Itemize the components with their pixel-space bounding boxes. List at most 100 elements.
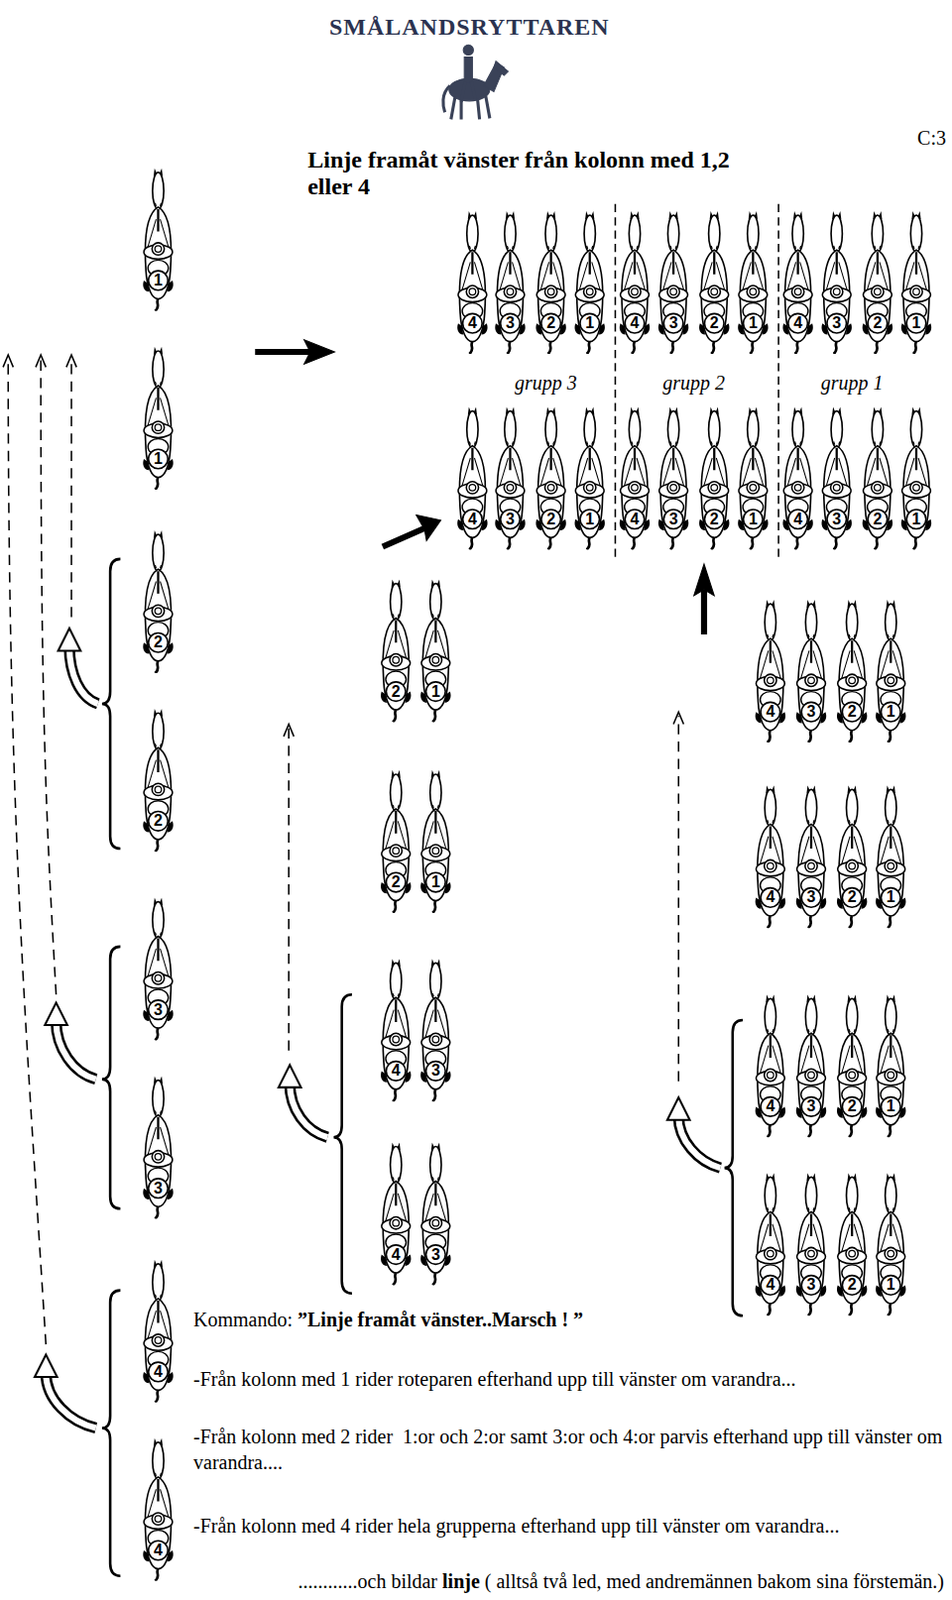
callout-number: 2 — [872, 315, 882, 332]
group-label: grupp 2 — [662, 370, 725, 394]
instruction-text: -Från kolonn med 1 rider roteparen efter… — [193, 1366, 945, 1393]
callout-number: 4 — [630, 511, 640, 528]
horse-rider — [420, 958, 451, 1102]
instruction-text: -Från kolonn med 2 rider 1:or och 2:or s… — [193, 1424, 945, 1476]
horse-rider — [862, 407, 893, 551]
callout-number: 4 — [765, 704, 775, 720]
callout-number: 3 — [153, 1181, 163, 1197]
turn-arrow — [34, 628, 720, 1429]
horse-rider — [755, 994, 786, 1138]
horse-rider — [755, 785, 786, 929]
callout-number: 4 — [391, 1247, 401, 1264]
callout-number: 3 — [832, 511, 841, 528]
conclusion-keyword: linje — [442, 1570, 480, 1593]
horse-rider — [142, 347, 173, 490]
text-line: -Från kolonn med 2 rider 1:or och 2:or s… — [193, 1424, 945, 1476]
horse-rider — [737, 211, 768, 355]
callout-number: 4 — [153, 1543, 163, 1559]
callout-number: 4 — [468, 315, 477, 332]
horse-rider — [380, 770, 411, 914]
callout-number: 1 — [886, 1277, 896, 1294]
horse-rider — [142, 530, 173, 674]
callout-number: 3 — [431, 1247, 441, 1264]
callout-number: 3 — [807, 1277, 817, 1294]
horse-rider — [420, 579, 451, 722]
horse-rider — [535, 211, 566, 355]
bracket — [102, 559, 743, 1577]
callout-number: 1 — [748, 511, 758, 528]
callout-number: 2 — [546, 315, 556, 332]
text-line: ............och bildarlinje( alltså två … — [193, 1568, 945, 1595]
callout-number: 4 — [153, 1364, 163, 1381]
callout-number: 3 — [431, 1063, 441, 1079]
callout-number: 1 — [886, 1098, 896, 1115]
callout-number: 2 — [710, 315, 719, 332]
horse-rider — [619, 407, 650, 551]
horse-rider — [142, 897, 173, 1041]
horse-rider — [494, 407, 525, 551]
instruction-text: -Från kolonn med 4 rider hela grupperna … — [193, 1513, 945, 1540]
callout-number: 4 — [391, 1063, 401, 1079]
horse-rider — [420, 1142, 451, 1286]
command-label: Kommando: — [193, 1309, 293, 1331]
callout-number: 1 — [748, 315, 758, 332]
callout-number: 1 — [153, 451, 163, 468]
callout-number: 3 — [807, 704, 817, 720]
horse-rider — [782, 211, 813, 355]
conclusion-text: ( alltså två led, med andremännen bakom … — [484, 1570, 945, 1593]
horse-rider — [380, 1142, 411, 1286]
callout-number: 1 — [585, 315, 595, 332]
horse-rider — [755, 599, 786, 743]
callout-number: 3 — [832, 315, 841, 332]
callout-number: 1 — [912, 315, 922, 332]
callout-number: 2 — [847, 704, 857, 720]
text-line: -Från kolonn med 4 rider hela grupperna … — [193, 1513, 945, 1540]
horse-rider — [575, 407, 605, 551]
horse-rider — [457, 407, 487, 551]
callout-number: 1 — [431, 684, 441, 701]
text-line: -Från kolonn med 1 rider roteparen efter… — [193, 1366, 945, 1393]
horse-rider — [380, 958, 411, 1102]
callout-number: 3 — [807, 1098, 817, 1115]
dashed-path — [7, 358, 679, 1345]
horse-rider — [875, 1173, 906, 1316]
callout-number: 2 — [847, 889, 857, 906]
callout-number: 1 — [886, 704, 896, 720]
horse-rider — [836, 1173, 867, 1316]
callout-number: 4 — [630, 315, 640, 332]
horse-rider — [535, 407, 566, 551]
horse-rider — [822, 407, 852, 551]
callout-number: 2 — [710, 511, 719, 528]
command-text: ”Linje framåt vänster..Marsch ! ” — [297, 1309, 584, 1331]
horse-rider — [875, 599, 906, 743]
horse-rider — [658, 211, 689, 355]
horse-rider — [796, 1173, 827, 1316]
callout-number: 3 — [153, 1002, 163, 1019]
callout-number: 3 — [505, 315, 515, 332]
horse-rider — [699, 211, 729, 355]
callout-number: 2 — [847, 1277, 857, 1294]
horse-rider — [420, 770, 451, 914]
horse-rider — [699, 407, 729, 551]
horse-rider — [875, 785, 906, 929]
callout-number: 2 — [391, 684, 401, 701]
page-code: C:3 — [917, 126, 947, 150]
horse-rider — [658, 407, 689, 551]
horse-rider — [822, 211, 852, 355]
callout-number: 3 — [669, 511, 679, 528]
horse-rider — [901, 407, 932, 551]
callout-number: 1 — [886, 889, 896, 906]
horse-rider — [862, 211, 893, 355]
callout-number: 3 — [669, 315, 679, 332]
horse-rider — [142, 709, 173, 852]
horse-rider — [619, 211, 650, 355]
horse-rider — [901, 211, 932, 355]
callout-number: 4 — [793, 315, 803, 332]
callout-number: 2 — [153, 634, 163, 651]
callout-number: 4 — [765, 1098, 775, 1115]
callout-number: 4 — [765, 1277, 775, 1294]
horse-rider — [836, 599, 867, 743]
callout-number: 3 — [505, 511, 515, 528]
